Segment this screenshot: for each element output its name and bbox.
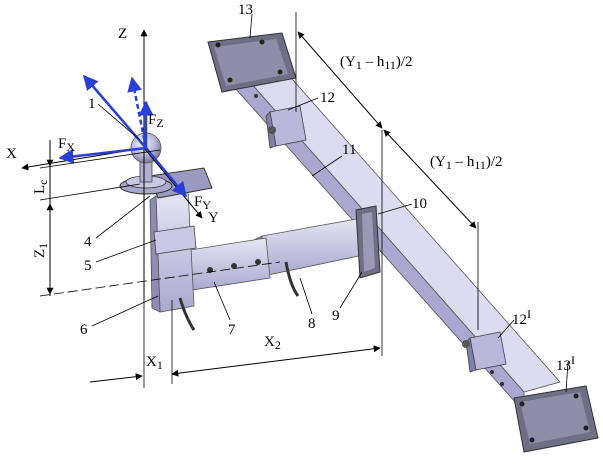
bracket-12	[265, 105, 307, 149]
dim-x2-label: X2	[264, 334, 281, 352]
end-plate-13-prime	[513, 385, 599, 453]
axis-x-label: X	[6, 146, 17, 162]
dim-z1-label: Z1	[32, 243, 50, 258]
part-label-5: 5	[84, 258, 92, 274]
leader-lines	[91, 13, 569, 393]
part-label-1: 1	[88, 96, 96, 112]
part-label-13-prime: 13I	[556, 353, 575, 374]
part-label-10: 10	[412, 196, 427, 212]
dim-half-span-bottom-label: (Y1 – h11)/2	[430, 154, 503, 172]
dim-half-span	[295, 12, 479, 330]
part-label-11: 11	[342, 142, 356, 158]
force-fx-label: FX	[58, 136, 75, 154]
dim-half-span-top-label: (Y1 – h11)/2	[340, 54, 413, 72]
part-label-7: 7	[228, 322, 236, 338]
dim-lc-label: Lc	[32, 180, 50, 195]
part-label-9: 9	[332, 308, 340, 324]
mount-plate-4	[119, 159, 213, 199]
force-fz-label: FZ	[148, 112, 164, 130]
part-label-4: 4	[84, 234, 92, 250]
vertical-post-6	[149, 189, 197, 331]
arm-tube-8	[253, 217, 369, 279]
part-label-13: 13	[238, 2, 253, 18]
cross-beam-11	[225, 44, 561, 414]
dim-z1-lc	[39, 140, 281, 297]
dim-x1-label: X1	[146, 354, 163, 372]
flange-plate-10	[355, 205, 381, 279]
bracket-12-prime	[462, 331, 507, 373]
part-label-12-prime: 12I	[512, 307, 531, 328]
part-label-8: 8	[308, 316, 316, 332]
part-label-6: 6	[80, 322, 88, 338]
axis-z-label: Z	[118, 26, 127, 42]
force-fy-label: FY	[194, 194, 211, 212]
axis-y-label: Y	[208, 210, 219, 226]
part-label-12: 12	[320, 90, 335, 106]
dim-x1-x2	[89, 130, 383, 388]
